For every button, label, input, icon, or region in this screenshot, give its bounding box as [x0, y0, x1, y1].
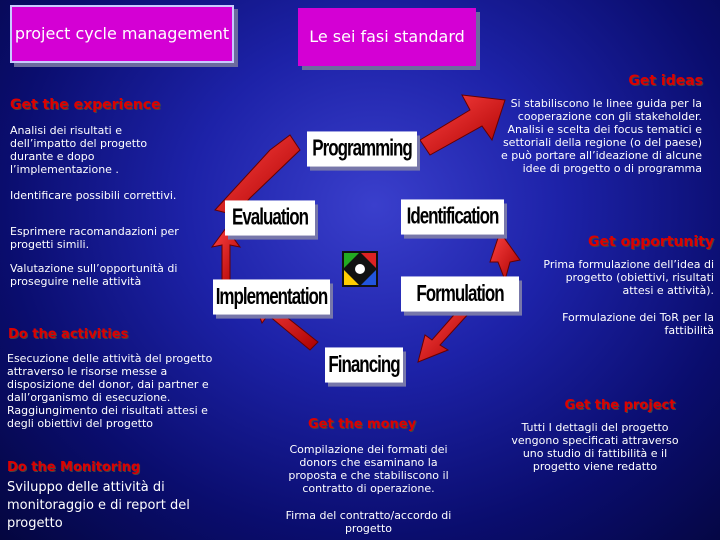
money-heading: Get the money: [308, 417, 417, 432]
opportunity-heading: Get opportunity: [588, 234, 714, 250]
phase-programming: Programming: [307, 131, 417, 167]
subtitle-box: Le sei fasi standard: [298, 8, 476, 66]
experience-p1: Analisi dei risultati e dell’impatto del…: [10, 124, 148, 176]
monitoring-text: Sviluppo delle attività di monitoraggio …: [7, 480, 190, 531]
ideas-heading: Get ideas: [628, 73, 703, 89]
phase-implementation: Implementation: [213, 279, 330, 315]
phase-evaluation: Evaluation: [225, 200, 315, 236]
subtitle-text: Le sei fasi standard: [309, 27, 465, 46]
phase-formulation: Formulation: [401, 276, 519, 312]
arrow-to-evaluation: [210, 227, 242, 286]
arrow-to-financing: [417, 307, 471, 363]
title-box: project cycle management: [10, 5, 234, 63]
project-text: Tutti I dettagli del progetto vengono sp…: [511, 421, 679, 473]
opportunity-text: Prima formulazione dell’idea di progetto…: [543, 258, 714, 297]
experience-p2: Identificare possibili correttivi.: [10, 189, 177, 202]
money-text2: Firma del contratto/accordo di progetto: [285, 509, 452, 535]
arrow-to-identification: [419, 94, 506, 156]
experience-p4: Valutazione sull’opportunità di prosegui…: [10, 262, 178, 288]
experience-heading: Get the experience: [10, 97, 161, 113]
arrow-to-formulation: [489, 230, 521, 282]
ideas-text: Si stabiliscono le linee guida per la co…: [500, 97, 702, 175]
money-text: Compilazione dei formati dei donors che …: [288, 443, 449, 495]
center-logo-icon: [342, 251, 378, 287]
activities-text: Esecuzione delle attività del progetto a…: [7, 352, 213, 430]
monitoring-heading: Do the Monitoring: [7, 460, 141, 475]
title-text: project cycle management: [14, 24, 230, 43]
activities-heading: Do the activities: [8, 327, 129, 342]
phase-identification: Identification: [401, 199, 504, 235]
phase-financing: Financing: [325, 347, 403, 383]
experience-p3: Esprimere racomandazioni per progetti si…: [10, 225, 179, 251]
project-heading: Get the project: [564, 398, 676, 413]
opportunity-text2: Formulazione dei ToR per la fattibilità: [562, 311, 714, 337]
